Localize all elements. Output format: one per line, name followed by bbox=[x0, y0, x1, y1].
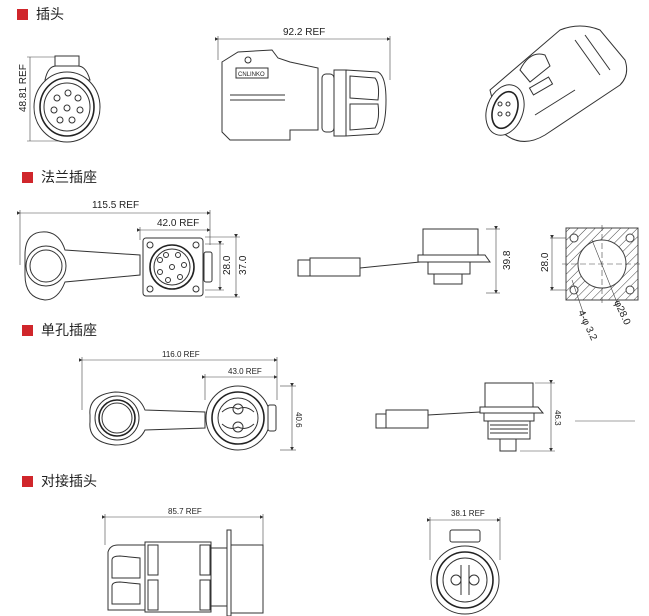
section-title-single-hole-socket: 单孔插座 bbox=[22, 320, 97, 340]
plug-pins bbox=[50, 89, 84, 124]
dim-plug-height: 48.81 REF bbox=[18, 64, 29, 112]
section-title-mating-plug: 对接插头 bbox=[22, 471, 97, 491]
flange-socket-front-view: 115.5 REF 42.0 REF 28.0 37.0 bbox=[17, 200, 249, 301]
plug-front-view: 48.81 REF bbox=[18, 55, 101, 143]
mating-plug-side-view: 85.7 REF bbox=[102, 507, 264, 616]
flange-socket-pins bbox=[157, 252, 187, 283]
section-title-text: 插头 bbox=[36, 7, 64, 23]
red-square-bullet-icon bbox=[22, 475, 33, 487]
plug-3d-view bbox=[485, 25, 628, 142]
svg-text:CNLINKO: CNLINKO bbox=[238, 72, 265, 78]
dim-flange-height: 37.0 bbox=[238, 255, 249, 275]
dim-single-body-height: 40.6 bbox=[294, 412, 303, 428]
red-square-bullet-icon bbox=[22, 324, 33, 336]
dim-flange-width: 42.0 REF bbox=[157, 218, 199, 229]
section-title-text: 对接插头 bbox=[41, 474, 97, 490]
dim-cutout-diameter: φ28.0 bbox=[611, 299, 632, 328]
dim-cutout-pitch: 28.0 bbox=[540, 252, 551, 272]
dim-single-side-height: 46.3 bbox=[553, 410, 562, 426]
dim-flange-total-length: 115.5 REF bbox=[92, 200, 139, 211]
red-square-bullet-icon bbox=[17, 8, 28, 20]
dim-single-body-width: 43.0 REF bbox=[228, 367, 262, 376]
dim-hole-spec: 4-φ 3.2 bbox=[575, 309, 599, 343]
red-square-bullet-icon bbox=[22, 171, 33, 183]
section-title-text: 单孔插座 bbox=[41, 323, 97, 339]
dim-flange-hole-pitch: 28.0 bbox=[222, 255, 233, 275]
mating-plug-front-view: 38.1 REF bbox=[427, 509, 501, 615]
single-hole-socket-side-view: 46.3 bbox=[375, 380, 635, 452]
single-hole-socket-front-view: 116.0 REF 43.0 REF 40.6 bbox=[79, 350, 303, 451]
dim-mating-length: 85.7 REF bbox=[168, 507, 202, 516]
dim-plug-length: 92.2 REF bbox=[283, 27, 325, 38]
dim-mating-diameter: 38.1 REF bbox=[451, 509, 485, 518]
section-title-flange-socket: 法兰插座 bbox=[22, 167, 97, 187]
flange-socket-side-view: 39.8 bbox=[297, 226, 513, 294]
plug-side-view: 92.2 REF CNLINKO bbox=[215, 27, 391, 141]
dim-flange-side-height: 39.8 bbox=[502, 250, 513, 270]
section-title-text: 法兰插座 bbox=[41, 170, 97, 186]
dim-single-total-length: 116.0 REF bbox=[162, 350, 200, 359]
panel-cutout-view: 28.0 4-φ 3.2 φ28.0 bbox=[540, 225, 642, 343]
section-title-plug: 插头 bbox=[17, 4, 64, 24]
